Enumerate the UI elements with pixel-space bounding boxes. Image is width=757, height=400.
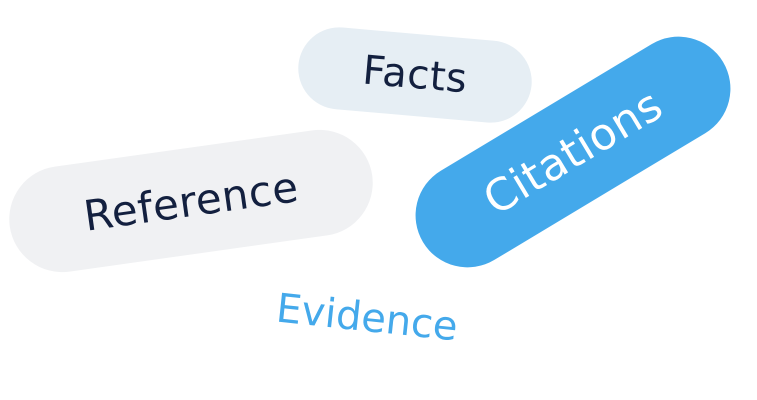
reference-tag: Reference xyxy=(2,123,380,279)
reference-tag-label: Reference xyxy=(80,161,302,241)
evidence-word: Evidence xyxy=(249,276,484,360)
facts-tag: Facts xyxy=(294,23,536,127)
evidence-word-label: Evidence xyxy=(274,285,460,351)
facts-tag-label: Facts xyxy=(360,47,470,103)
